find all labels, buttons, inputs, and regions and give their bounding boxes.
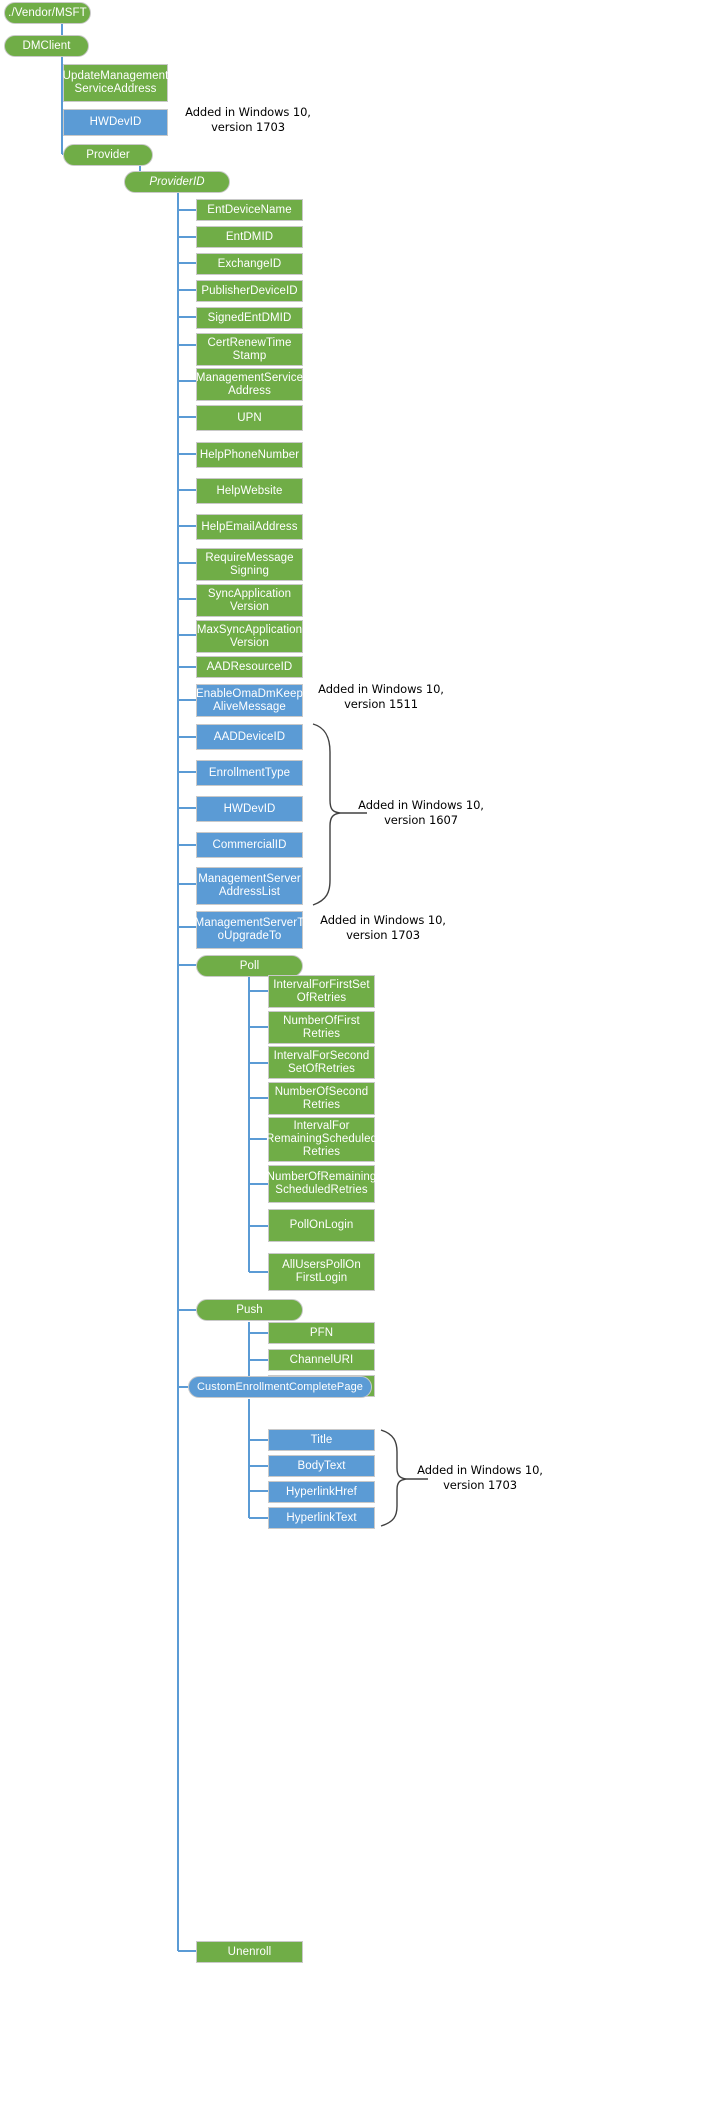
annotation-1511: Added in Windows 10, version 1511 xyxy=(318,682,444,711)
node-pfn[interactable]: PFN xyxy=(268,1322,375,1344)
node-root[interactable]: ./Vendor/MSFT xyxy=(4,2,91,24)
node-managementserveraddresslist[interactable]: ManagementServer AddressList xyxy=(196,867,303,905)
node-intervalforfirstsetofretries[interactable]: IntervalForFirstSet OfRetries xyxy=(268,975,375,1008)
node-hyperlinkhref[interactable]: HyperlinkHref xyxy=(268,1481,375,1503)
node-intervalforremainingscheduledretries[interactable]: IntervalFor RemainingScheduled Retries xyxy=(266,1117,377,1162)
node-helpwebsite[interactable]: HelpWebsite xyxy=(196,478,303,504)
node-hwdevid[interactable]: HWDevID xyxy=(196,796,303,822)
node-unenroll[interactable]: Unenroll xyxy=(196,1941,303,1963)
annotation-1607: Added in Windows 10, version 1607 xyxy=(358,798,484,827)
node-signedentdmid[interactable]: SignedEntDMID xyxy=(196,307,303,329)
node-intervalforsecondsetofretries[interactable]: IntervalForSecond SetOfRetries xyxy=(268,1046,375,1079)
node-dmclient[interactable]: DMClient xyxy=(4,35,89,57)
node-commercialid[interactable]: CommercialID xyxy=(196,832,303,858)
node-managementservertoupgradeto[interactable]: ManagementServerT oUpgradeTo xyxy=(195,911,304,949)
node-channeluri[interactable]: ChannelURI xyxy=(268,1349,375,1371)
node-publisherdeviceid[interactable]: PublisherDeviceID xyxy=(196,280,303,302)
node-hwdevid-top[interactable]: HWDevID xyxy=(63,109,168,136)
node-provider[interactable]: Provider xyxy=(63,144,153,166)
annotation-managementservertoupgradeto-1703: Added in Windows 10, version 1703 xyxy=(320,913,446,942)
node-updatemanagementserviceaddress[interactable]: UpdateManagement ServiceAddress xyxy=(63,64,168,102)
node-push[interactable]: Push xyxy=(196,1299,303,1321)
node-entdmid[interactable]: EntDMID xyxy=(196,226,303,248)
node-enableomadmkeepalivemessage[interactable]: EnableOmaDmKeep AliveMessage xyxy=(196,684,303,717)
node-numberofremainingscheduledretries[interactable]: NumberOfRemaining ScheduledRetries xyxy=(267,1165,376,1203)
annotation-customenrollmentcompletepage-1703: Added in Windows 10, version 1703 xyxy=(417,1463,543,1492)
node-helpphonenumber[interactable]: HelpPhoneNumber xyxy=(196,442,303,468)
node-aadresourceid[interactable]: AADResourceID xyxy=(196,656,303,678)
node-numberofsecondretries[interactable]: NumberOfSecond Retries xyxy=(268,1082,375,1115)
node-poll[interactable]: Poll xyxy=(196,955,303,977)
node-hyperlinktext[interactable]: HyperlinkText xyxy=(268,1507,375,1529)
node-helpemailaddress[interactable]: HelpEmailAddress xyxy=(196,514,303,540)
node-managementserviceaddress[interactable]: ManagementService Address xyxy=(196,368,303,401)
annotation-hwdevid-1703: Added in Windows 10, version 1703 xyxy=(185,105,311,134)
node-bodytext[interactable]: BodyText xyxy=(268,1455,375,1477)
node-customenrollmentcompletepage[interactable]: CustomEnrollmentCompletePage xyxy=(188,1376,372,1398)
node-upn[interactable]: UPN xyxy=(196,405,303,431)
node-numberoffirstretries[interactable]: NumberOfFirst Retries xyxy=(268,1011,375,1044)
node-aaddeviceid[interactable]: AADDeviceID xyxy=(196,724,303,750)
node-pollonlogin[interactable]: PollOnLogin xyxy=(268,1209,375,1242)
node-syncapplicationversion[interactable]: SyncApplication Version xyxy=(196,584,303,617)
node-providerid[interactable]: ProviderID xyxy=(124,171,230,193)
node-enrollmenttype[interactable]: EnrollmentType xyxy=(196,760,303,786)
node-entdevicename[interactable]: EntDeviceName xyxy=(196,199,303,221)
node-certrenewtimestamp[interactable]: CertRenewTime Stamp xyxy=(196,333,303,366)
node-alluserspollonfirstlogin[interactable]: AllUsersPollOn FirstLogin xyxy=(268,1253,375,1291)
node-requiremessagesigning[interactable]: RequireMessage Signing xyxy=(196,548,303,581)
node-title[interactable]: Title xyxy=(268,1429,375,1451)
node-exchangeid[interactable]: ExchangeID xyxy=(196,253,303,275)
node-maxsyncapplicationversion[interactable]: MaxSyncApplication Version xyxy=(196,620,303,653)
